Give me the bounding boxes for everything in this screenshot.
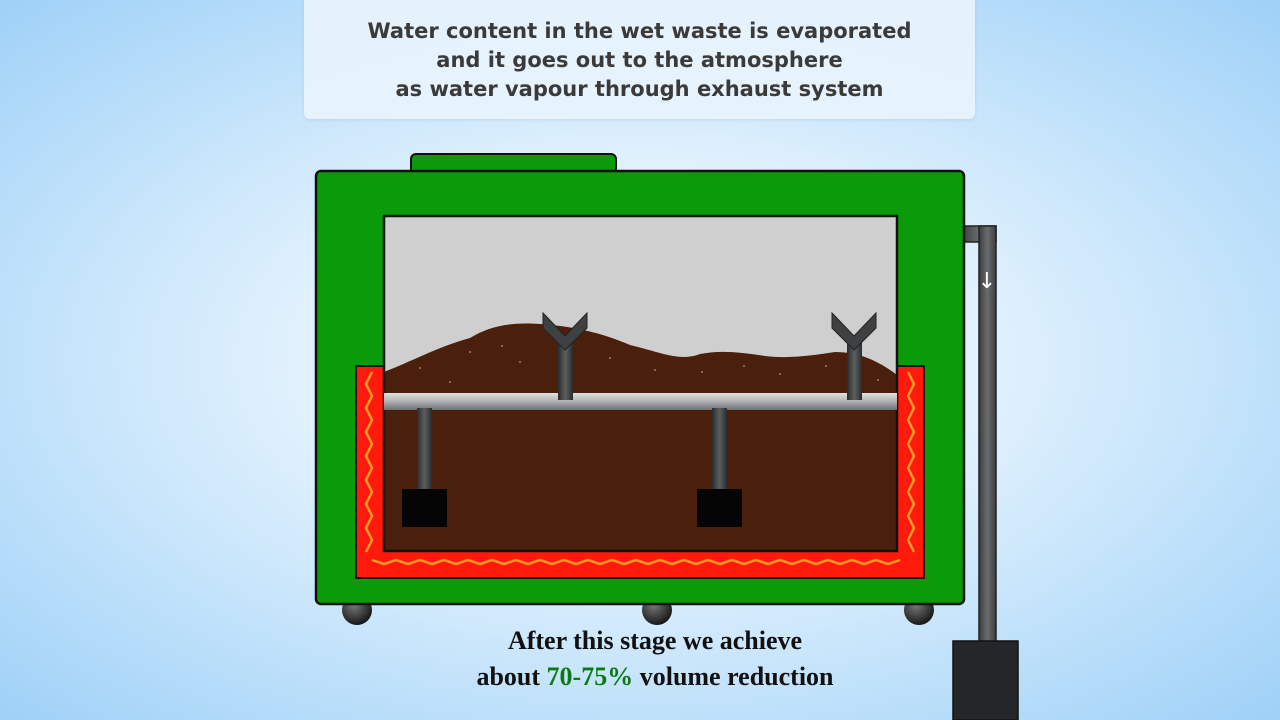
exhaust-box [952, 640, 1019, 720]
mixer-blade-lower-left [402, 489, 447, 527]
caption-box: Water content in the wet waste is evapor… [304, 0, 975, 119]
footer-line-2-prefix: about [476, 662, 547, 691]
footer-line-2-suffix: volume reduction [633, 662, 834, 691]
chamber [382, 214, 899, 553]
mixer-blade-upper-left [542, 311, 588, 351]
waste-specks [419, 345, 879, 383]
footer-line-2: about 70-75% volume reduction [380, 662, 930, 692]
caption-line-2: and it goes out to the atmosphere [436, 48, 843, 72]
mixer-shaft [384, 393, 897, 410]
volume-reduction-percent: 70-75% [546, 662, 634, 691]
vapour-arrow-icon: ↓ [978, 269, 996, 294]
caption-line-1: Water content in the wet waste is evapor… [367, 19, 912, 43]
exhaust-system: ↓ [952, 225, 1019, 720]
wet-waste [384, 323, 897, 551]
mixer-blade-lower-middle [697, 489, 742, 527]
mixer-arm-lower-middle [712, 408, 727, 492]
caption-line-3: as water vapour through exhaust system [395, 77, 884, 101]
mixer-arm-lower-left [417, 408, 432, 492]
footer-line-1: After this stage we achieve [507, 626, 803, 655]
chamber-frame [382, 214, 899, 553]
mixer-arm-upper-left [558, 342, 573, 400]
mixer-blade-upper-right [831, 311, 877, 351]
mixer-arm-upper-right [847, 342, 862, 400]
heat-wave [364, 371, 916, 566]
mixer [384, 311, 897, 527]
